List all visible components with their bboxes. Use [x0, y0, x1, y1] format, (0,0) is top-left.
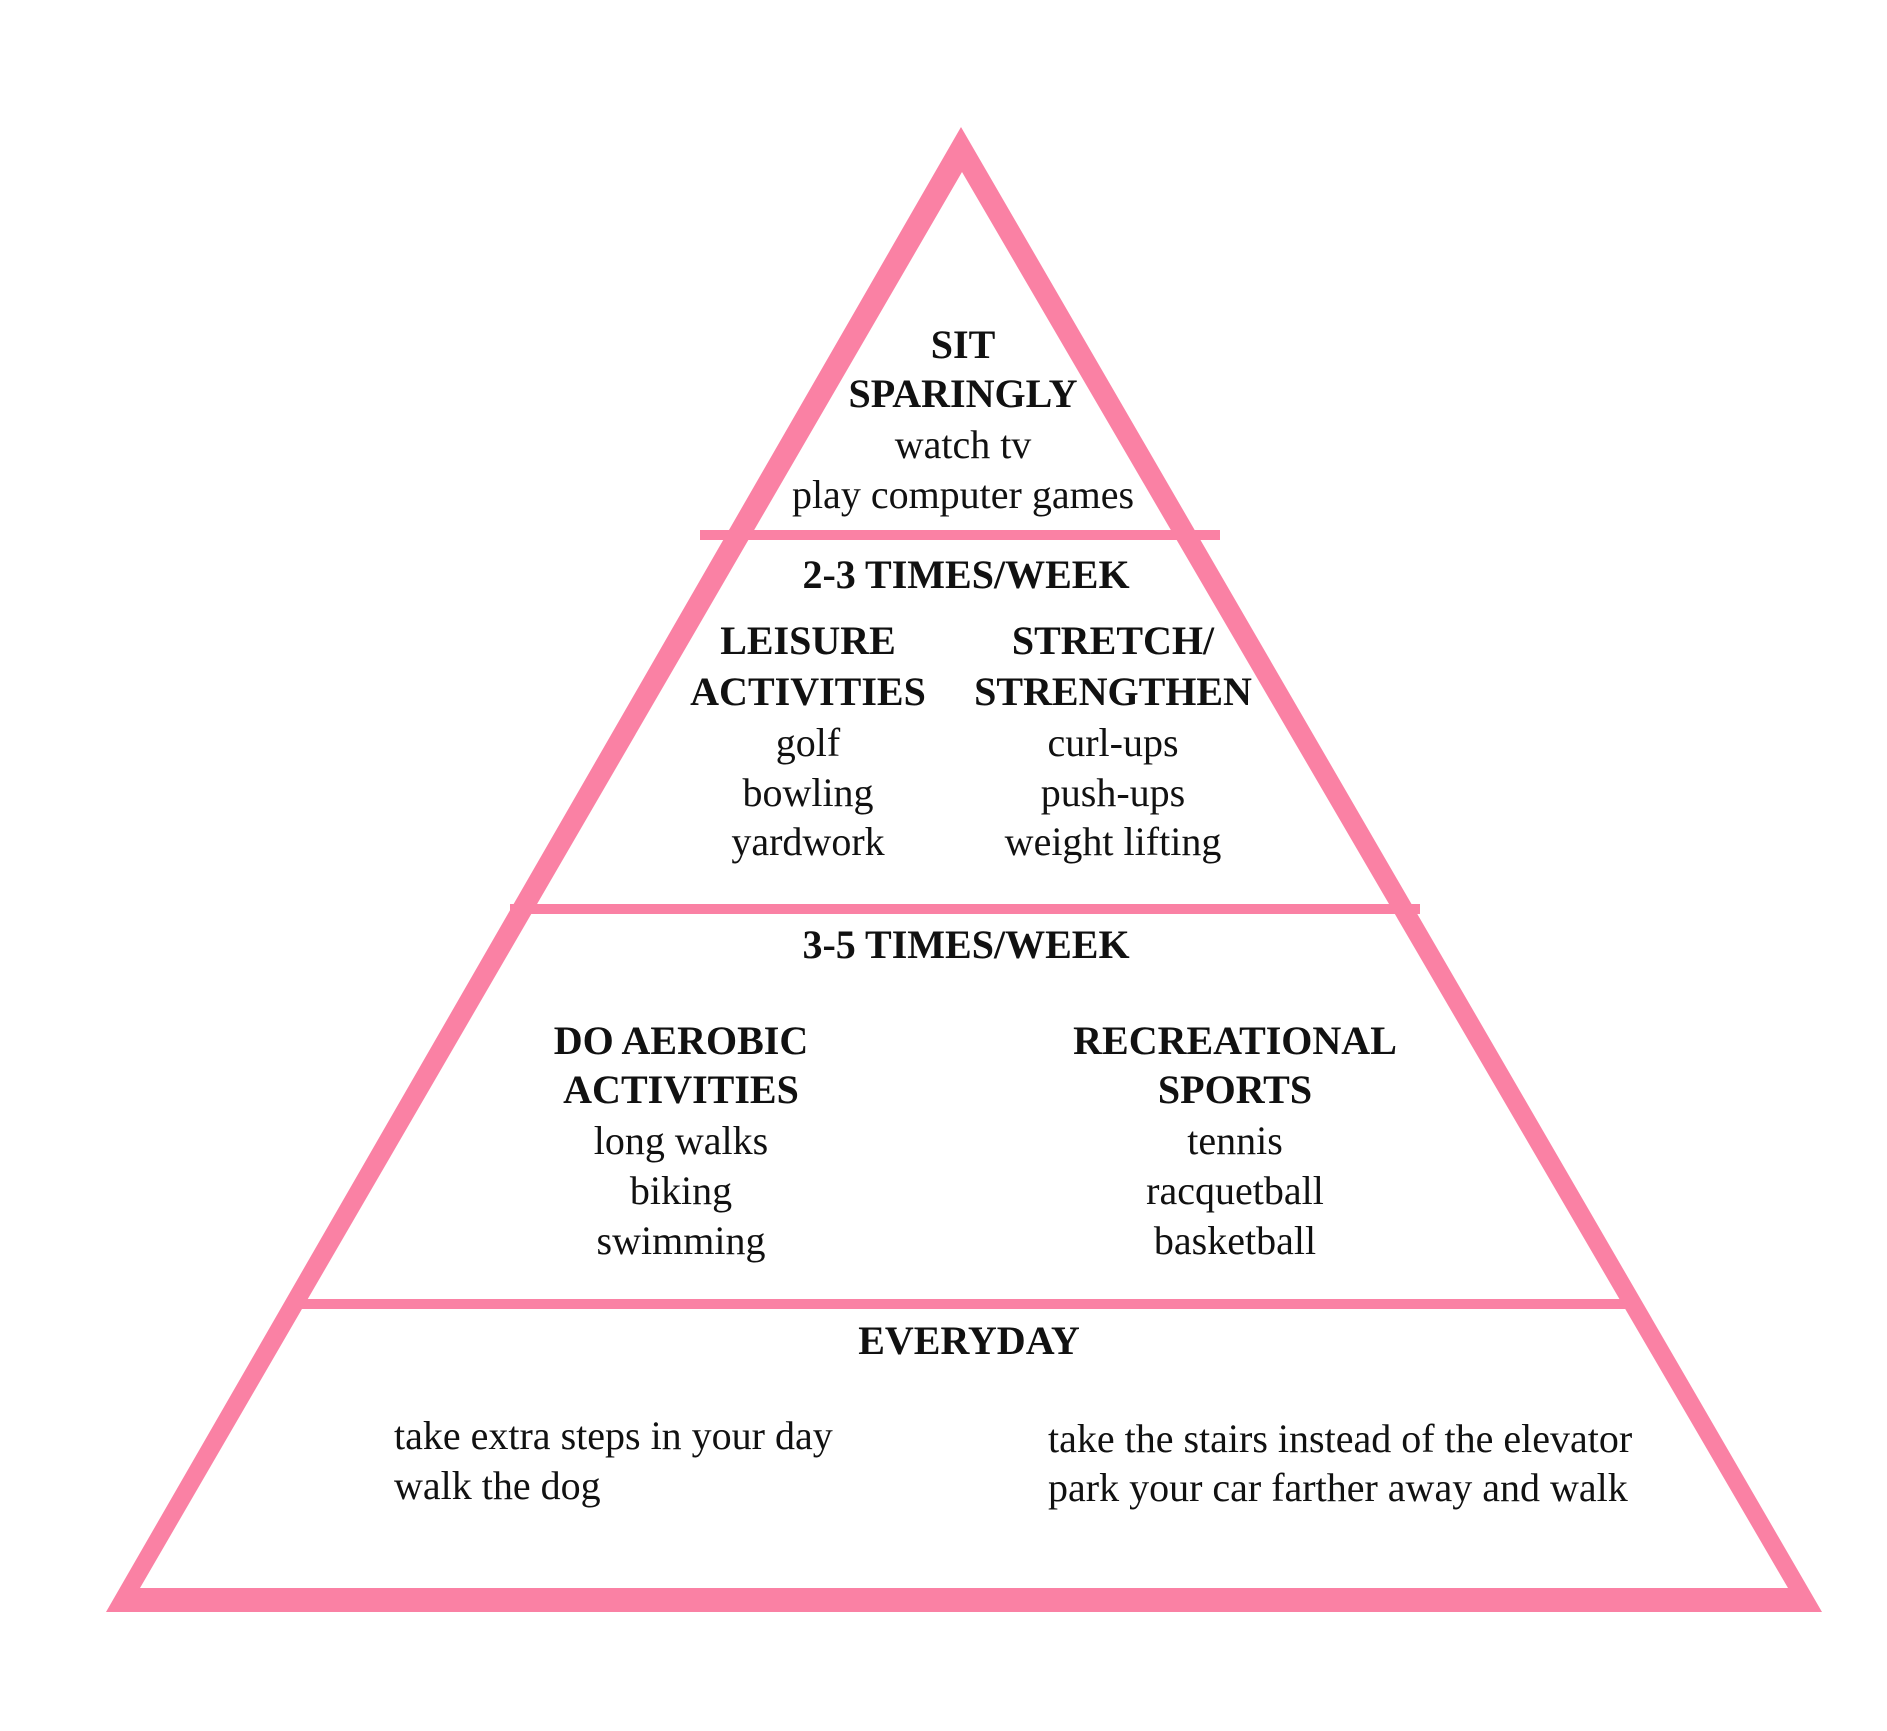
- second-frequency: 2-3 TIMES/WEEK: [802, 552, 1130, 597]
- leisure-item: bowling: [742, 770, 874, 815]
- recreational-item: tennis: [1187, 1118, 1283, 1163]
- top-heading-2: SPARINGLY: [848, 371, 1078, 416]
- top-item: watch tv: [894, 422, 1032, 467]
- base-left-item: take extra steps in your day: [394, 1413, 833, 1458]
- stretch-item: push-ups: [1040, 770, 1186, 815]
- leisure-item: golf: [775, 720, 841, 765]
- base-right-item: park your car farther away and walk: [1048, 1465, 1628, 1510]
- leisure-heading-2: ACTIVITIES: [690, 669, 926, 714]
- base-left-item: walk the dog: [394, 1463, 601, 1508]
- aerobic-heading-2: ACTIVITIES: [563, 1067, 799, 1112]
- base-frequency: EVERYDAY: [858, 1318, 1080, 1363]
- stretch-item: weight lifting: [1004, 819, 1222, 864]
- recreational-heading-1: RECREATIONAL: [1073, 1018, 1397, 1063]
- divider-top: [700, 530, 1220, 540]
- stretch-heading-2: STRENGTHEN: [974, 669, 1252, 714]
- base-right-item: take the stairs instead of the elevator: [1048, 1416, 1633, 1461]
- recreational-item: basketball: [1153, 1218, 1317, 1263]
- pyramid-interior: [140, 172, 1788, 1588]
- stretch-item: curl-ups: [1047, 720, 1179, 765]
- divider-bottom: [290, 1299, 1630, 1309]
- aerobic-item: biking: [629, 1168, 733, 1213]
- leisure-item: yardwork: [731, 819, 885, 864]
- recreational-item: racquetball: [1146, 1168, 1324, 1213]
- divider-middle: [510, 904, 1420, 914]
- top-heading-1: SIT: [930, 322, 996, 367]
- top-item: play computer games: [791, 472, 1135, 517]
- third-frequency: 3-5 TIMES/WEEK: [802, 922, 1130, 967]
- stretch-heading-1: STRETCH/: [1011, 618, 1215, 663]
- aerobic-item: swimming: [596, 1218, 766, 1263]
- aerobic-item: long walks: [593, 1118, 769, 1163]
- recreational-heading-2: SPORTS: [1157, 1067, 1313, 1112]
- leisure-heading-1: LEISURE: [720, 618, 896, 663]
- aerobic-heading-1: DO AEROBIC: [553, 1018, 809, 1063]
